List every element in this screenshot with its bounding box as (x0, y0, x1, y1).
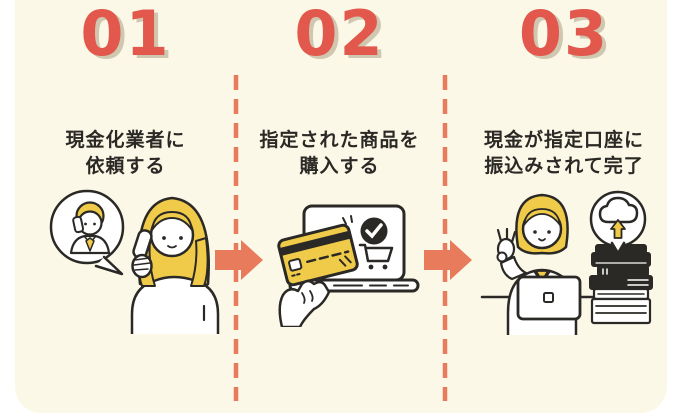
right-arrow-icon-2 (424, 240, 472, 280)
operator-with-phone (69, 201, 111, 255)
dashed-divider-2 (442, 75, 448, 401)
cart-icon (358, 243, 394, 270)
illustration-transfer-complete (480, 190, 653, 335)
right-arrow-icon-1 (215, 240, 263, 280)
step-label-line-1: 現金が指定口座に (483, 129, 644, 151)
illustration-purchase-item (277, 204, 420, 327)
step-number: 03 (518, 0, 610, 70)
dashed-divider-1 (233, 75, 239, 401)
book-stack (589, 244, 653, 325)
woman-ok-sign (496, 193, 582, 335)
credit-card-icon (277, 223, 359, 287)
step-label-line-1: 指定された商品を (259, 129, 420, 151)
step-number: 01 (80, 0, 171, 70)
step-label-line-2: 依頼する (85, 155, 166, 177)
phone-receiver-icon (131, 229, 153, 279)
step-label: 指定された商品を 購入する (236, 127, 443, 179)
step-02: 02 指定された商品を 購入する (236, 0, 443, 420)
step-01: 01 現金化業者に 依頼する (15, 0, 236, 420)
hand (278, 279, 331, 327)
step-03: 03 現金が指定口座に 振込みされて完了 (443, 0, 685, 420)
step-label-line-2: 購入する (299, 155, 380, 177)
cloud-upload-bubble (589, 190, 647, 255)
step-label-line-2: 振込みされて完了 (484, 155, 644, 177)
step-label-line-1: 現金化業者に (65, 129, 186, 151)
cloud-upload-icon (598, 196, 639, 239)
step-label: 現金が指定口座に 振込みされて完了 (443, 127, 685, 179)
sparkle-icon (342, 215, 353, 225)
check-icon (360, 217, 388, 245)
step-label: 現金化業者に 依頼する (15, 127, 236, 179)
step-number: 02 (294, 0, 385, 70)
illustration-phone-request (49, 189, 220, 334)
laptop (516, 275, 582, 321)
woman-on-phone (130, 196, 220, 334)
ok-hand-icon (496, 227, 517, 263)
speech-bubble (49, 189, 125, 276)
